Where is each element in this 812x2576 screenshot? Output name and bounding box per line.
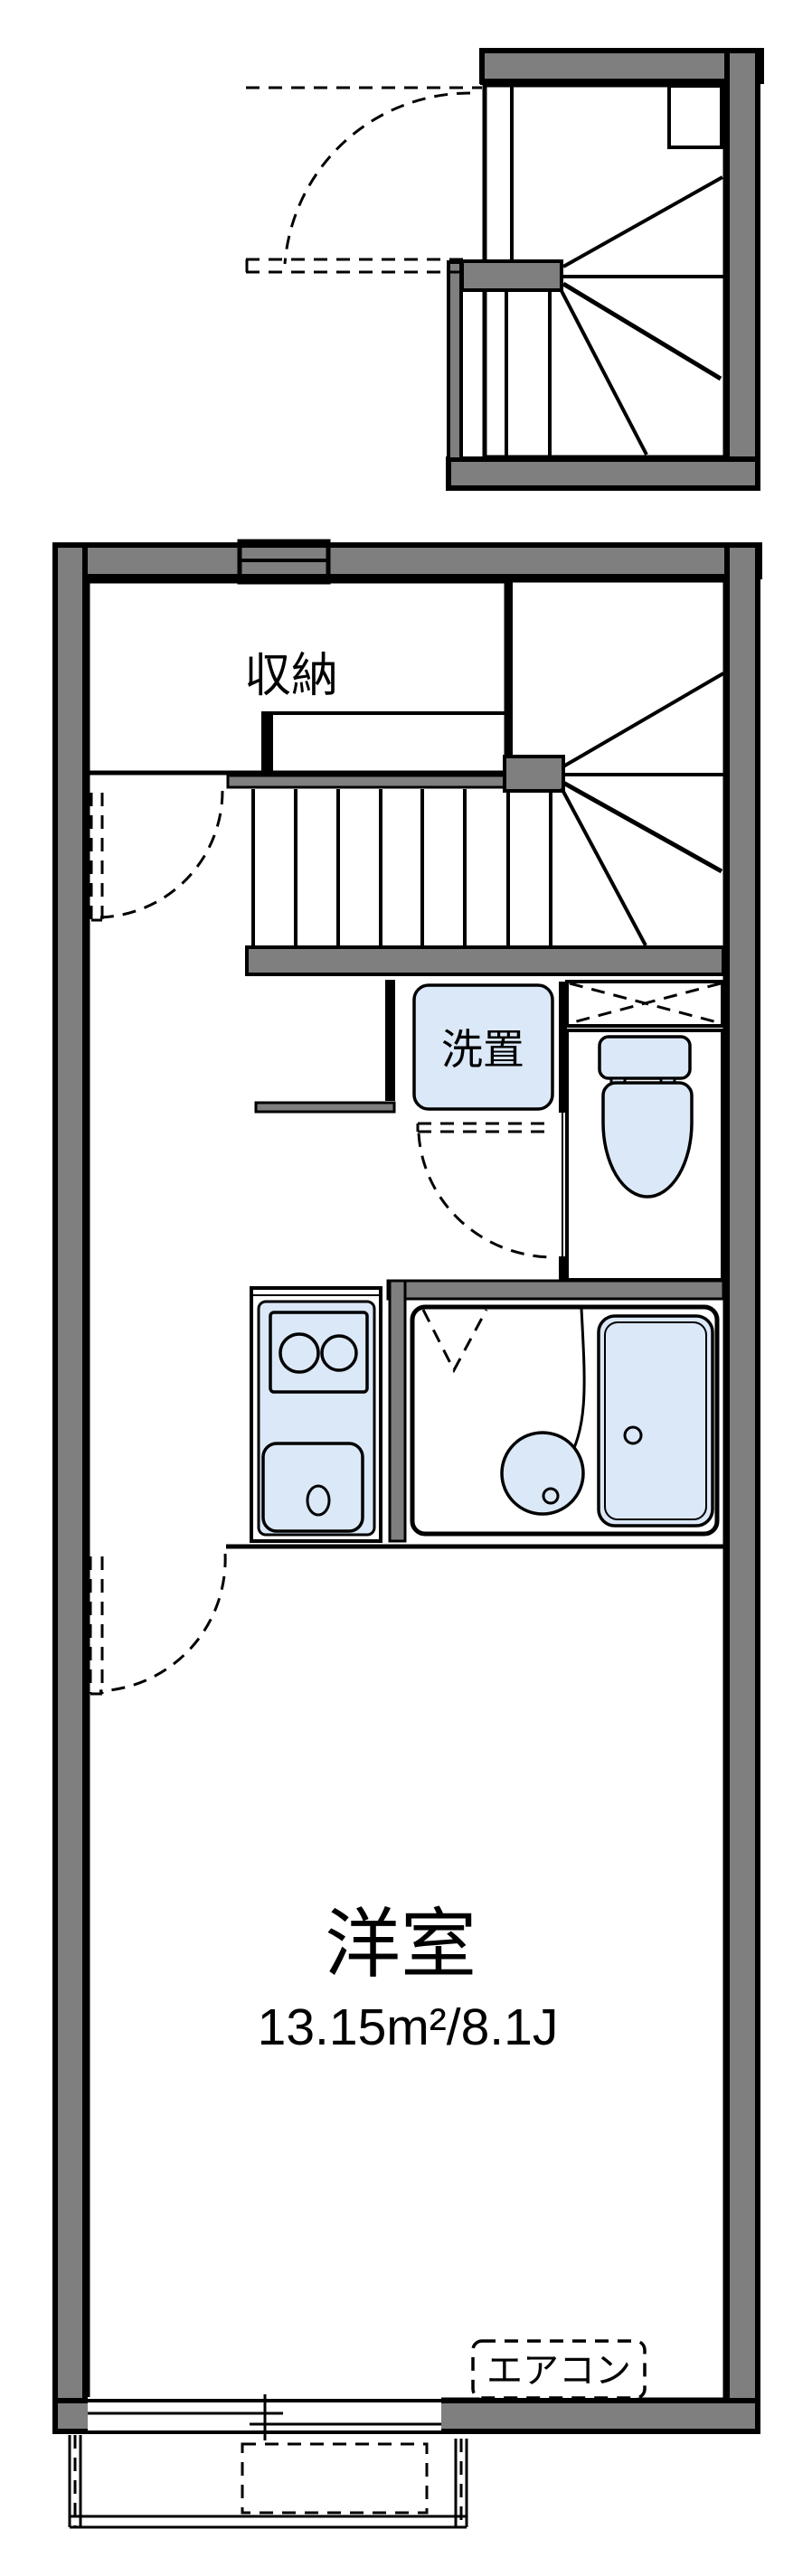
toilet-icon (598, 1035, 694, 1199)
stove-icon (269, 1311, 369, 1394)
bathtub-drain (623, 1425, 643, 1445)
stove-burner-left (279, 1332, 320, 1374)
sink-drain (306, 1484, 331, 1517)
balcony-bottom-border (70, 2515, 467, 2529)
closet-bottom-wall (226, 774, 508, 789)
washbasin-drain (542, 1487, 560, 1505)
laundry-room: 洗置 (254, 980, 554, 1259)
upper-wall-bottom (446, 456, 760, 491)
kitchen-bath-divider-wall (388, 1279, 407, 1543)
toilet-tank (598, 1035, 692, 1080)
stair-hub-wall (503, 755, 565, 793)
aircon-outline (471, 2339, 647, 2400)
stove-burner-right (320, 1334, 358, 1372)
bathroom (388, 1279, 720, 1543)
toilet-bowl (601, 1081, 694, 1199)
door-swing-arc (417, 1133, 554, 1259)
closet-room: 収納 (85, 578, 513, 922)
balcony-left-border (68, 2435, 82, 2527)
upper-wall-top (479, 48, 764, 84)
toilet-left-wall-upper (559, 982, 567, 1113)
main-staircase (245, 672, 725, 976)
bath-folding-door-mark (421, 1309, 488, 1374)
kitchen-unit (250, 1286, 382, 1543)
balcony-right-border (454, 2439, 468, 2527)
stair-winder-lines (560, 672, 725, 946)
closet-door-swing (90, 790, 224, 922)
door-swing-arc (283, 91, 471, 265)
western-room-size-label: 13.15m²/8.1J (258, 1998, 559, 2056)
wet-area-mid-wall (386, 1279, 725, 1301)
aircon-label: エアコン (486, 2351, 631, 2391)
main-wall-left (52, 542, 88, 2434)
stair-treads (251, 789, 552, 947)
bathtub-icon (597, 1314, 714, 1528)
upper-stair-winder-lines (559, 175, 723, 456)
washbasin-icon (500, 1431, 585, 1516)
closet-divider-stub (261, 711, 273, 774)
upper-stair-treads (505, 291, 552, 456)
main-wall-top (52, 542, 762, 579)
under-stair-wall (245, 945, 725, 976)
kitchen-sink-icon (261, 1442, 364, 1533)
bath-pan (410, 1304, 720, 1537)
upper-landing-section (245, 48, 764, 491)
upper-wall-left-top-stub (480, 51, 485, 85)
upper-closet-box (667, 84, 723, 149)
bottom-sliding-window (88, 2394, 441, 2440)
closet-stair-divider-wall (506, 581, 513, 775)
kitchen-counter (250, 1286, 382, 1543)
upper-wall-left-lower (447, 260, 463, 461)
washing-machine-pan-icon (412, 983, 554, 1111)
washroom-door-swing (416, 1122, 554, 1259)
upper-landing-walls (446, 48, 764, 491)
western-room-label: 洋室 (325, 1902, 477, 1987)
balcony (68, 2435, 468, 2529)
hall-kitchen-wall-stub (254, 1101, 396, 1114)
upper-stair-hub-wall (460, 259, 563, 292)
door-swing-arc (99, 790, 224, 919)
upper-wall-right (724, 48, 760, 462)
door-swing-arc (99, 1553, 227, 1693)
toilet-left-wall-lower (559, 1256, 567, 1283)
western-room: 洋室 13.15m²/8.1J エアコン (89, 1544, 723, 2400)
laundry-left-wall (385, 980, 395, 1101)
laundry-label: 洗置 (441, 1026, 524, 1073)
closet-label: 収納 (244, 650, 338, 702)
aircon-box: エアコン (471, 2339, 647, 2400)
main-floor-section: 収納 (52, 539, 762, 2440)
shaft-cross-line-2 (569, 982, 722, 1025)
toilet-room (386, 980, 725, 1301)
balcony-step-dashed-area (241, 2442, 429, 2515)
upper-entry-door-swing (245, 86, 482, 274)
western-room-door-swing (89, 1553, 227, 1696)
main-wall-right (724, 542, 760, 2434)
